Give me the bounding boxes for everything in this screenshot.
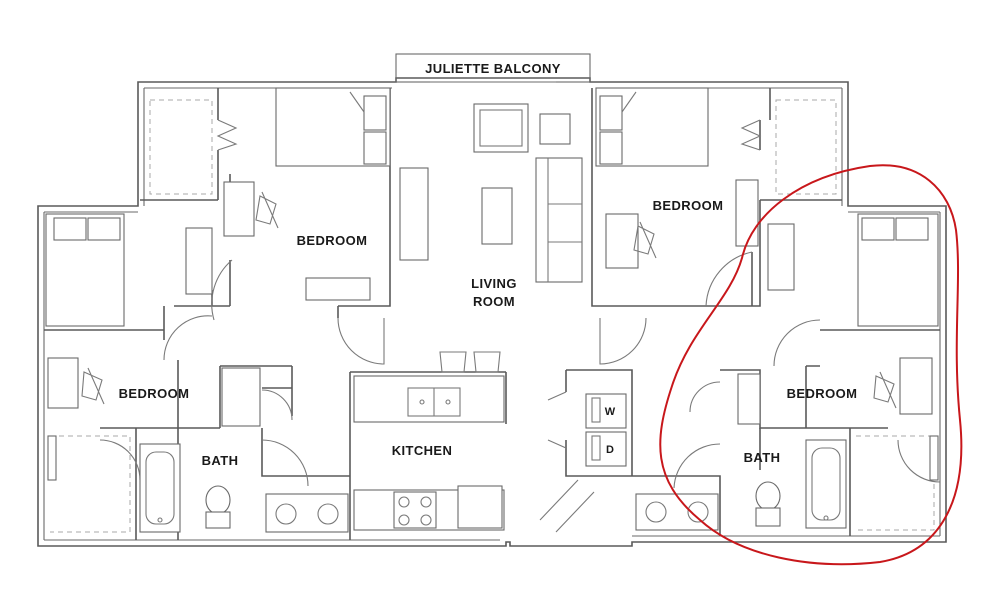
kitchen: KITCHEN: [353, 351, 505, 531]
bedroom-label-left: BEDROOM: [119, 386, 190, 401]
balcony-label: JULIETTE BALCONY: [425, 61, 561, 76]
bath-label-left: BATH: [202, 453, 239, 468]
dryer-label: D: [606, 444, 614, 456]
closet-outlines: [50, 99, 935, 533]
bedroom-label-top-left: BEDROOM: [297, 233, 368, 248]
juliette-balcony: JULIETTE BALCONY: [395, 53, 591, 83]
laundry: W D: [585, 393, 627, 467]
washer-label: W: [605, 406, 616, 418]
bath-left: BATH: [139, 367, 349, 533]
bath-label-right: BATH: [744, 450, 781, 465]
bedroom-right: BEDROOM: [767, 213, 939, 481]
bedroom-label-right: BEDROOM: [787, 386, 858, 401]
living-room-label-1: LIVING: [471, 276, 517, 291]
kitchen-label: KITCHEN: [392, 443, 453, 458]
bedroom-top-left: BEDROOM: [185, 87, 391, 301]
bedroom-left: BEDROOM: [45, 213, 190, 481]
red-highlight-circle: [659, 164, 963, 566]
bedroom-label-top-right: BEDROOM: [653, 198, 724, 213]
bedroom-top-right: BEDROOM: [595, 87, 759, 269]
living-room: LIVING ROOM: [399, 103, 583, 309]
bath-right: BATH: [635, 373, 847, 531]
door-swings: [99, 119, 941, 533]
living-room-label-2: ROOM: [473, 294, 515, 309]
